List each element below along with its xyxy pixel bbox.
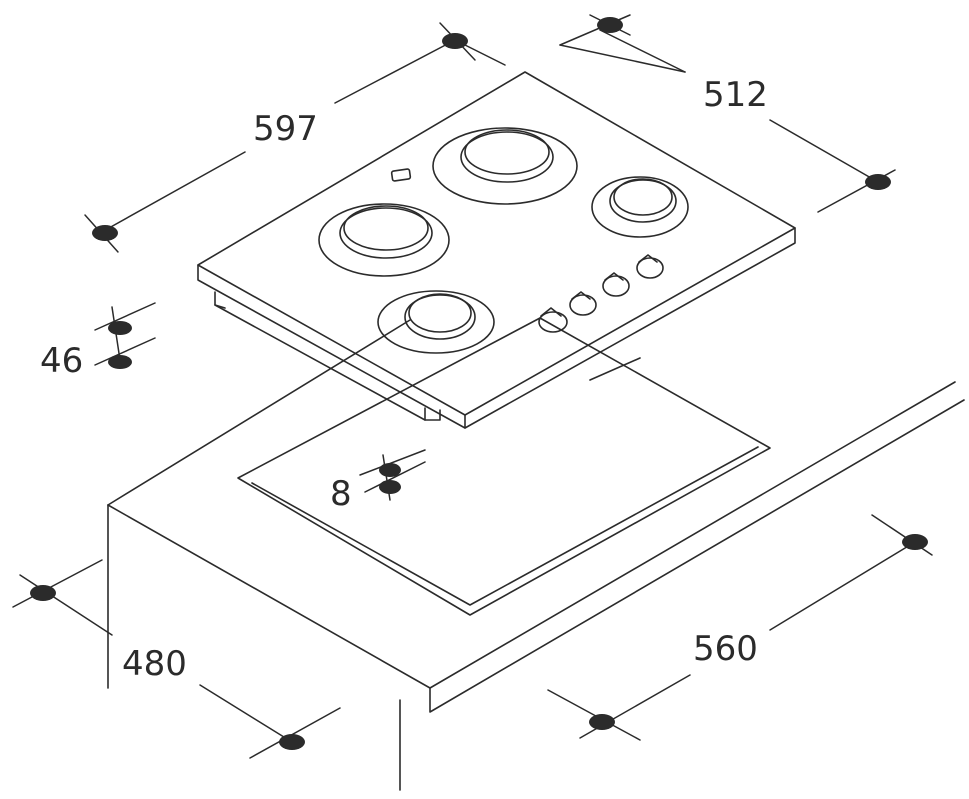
dimension-label-512: 512 xyxy=(703,75,768,115)
control-knob xyxy=(636,254,664,279)
dimension-label-46: 46 xyxy=(40,341,83,381)
burner-right-small xyxy=(591,176,689,238)
hob xyxy=(197,71,796,429)
dimension-line-46 xyxy=(94,302,156,369)
dimension-line-8 xyxy=(359,449,426,501)
control-knob xyxy=(569,291,597,316)
control-knob xyxy=(602,272,630,297)
dimension-label-8: 8 xyxy=(330,474,352,514)
indicator-light xyxy=(390,168,412,182)
burner-left-large xyxy=(318,203,450,277)
countertop xyxy=(107,317,965,791)
dimension-label-480: 480 xyxy=(122,644,187,684)
dimension-line-512 xyxy=(559,14,896,213)
dimension-label-560: 560 xyxy=(693,629,758,669)
dimension-line-560 xyxy=(547,514,933,741)
dimension-label-597: 597 xyxy=(253,109,318,149)
control-knob xyxy=(538,307,568,333)
dimension-line-597 xyxy=(84,22,506,253)
dimension-line-480 xyxy=(12,559,341,759)
burner-front-small xyxy=(377,290,495,354)
cutout-opening xyxy=(237,317,771,616)
burner-rear-large xyxy=(432,127,578,205)
